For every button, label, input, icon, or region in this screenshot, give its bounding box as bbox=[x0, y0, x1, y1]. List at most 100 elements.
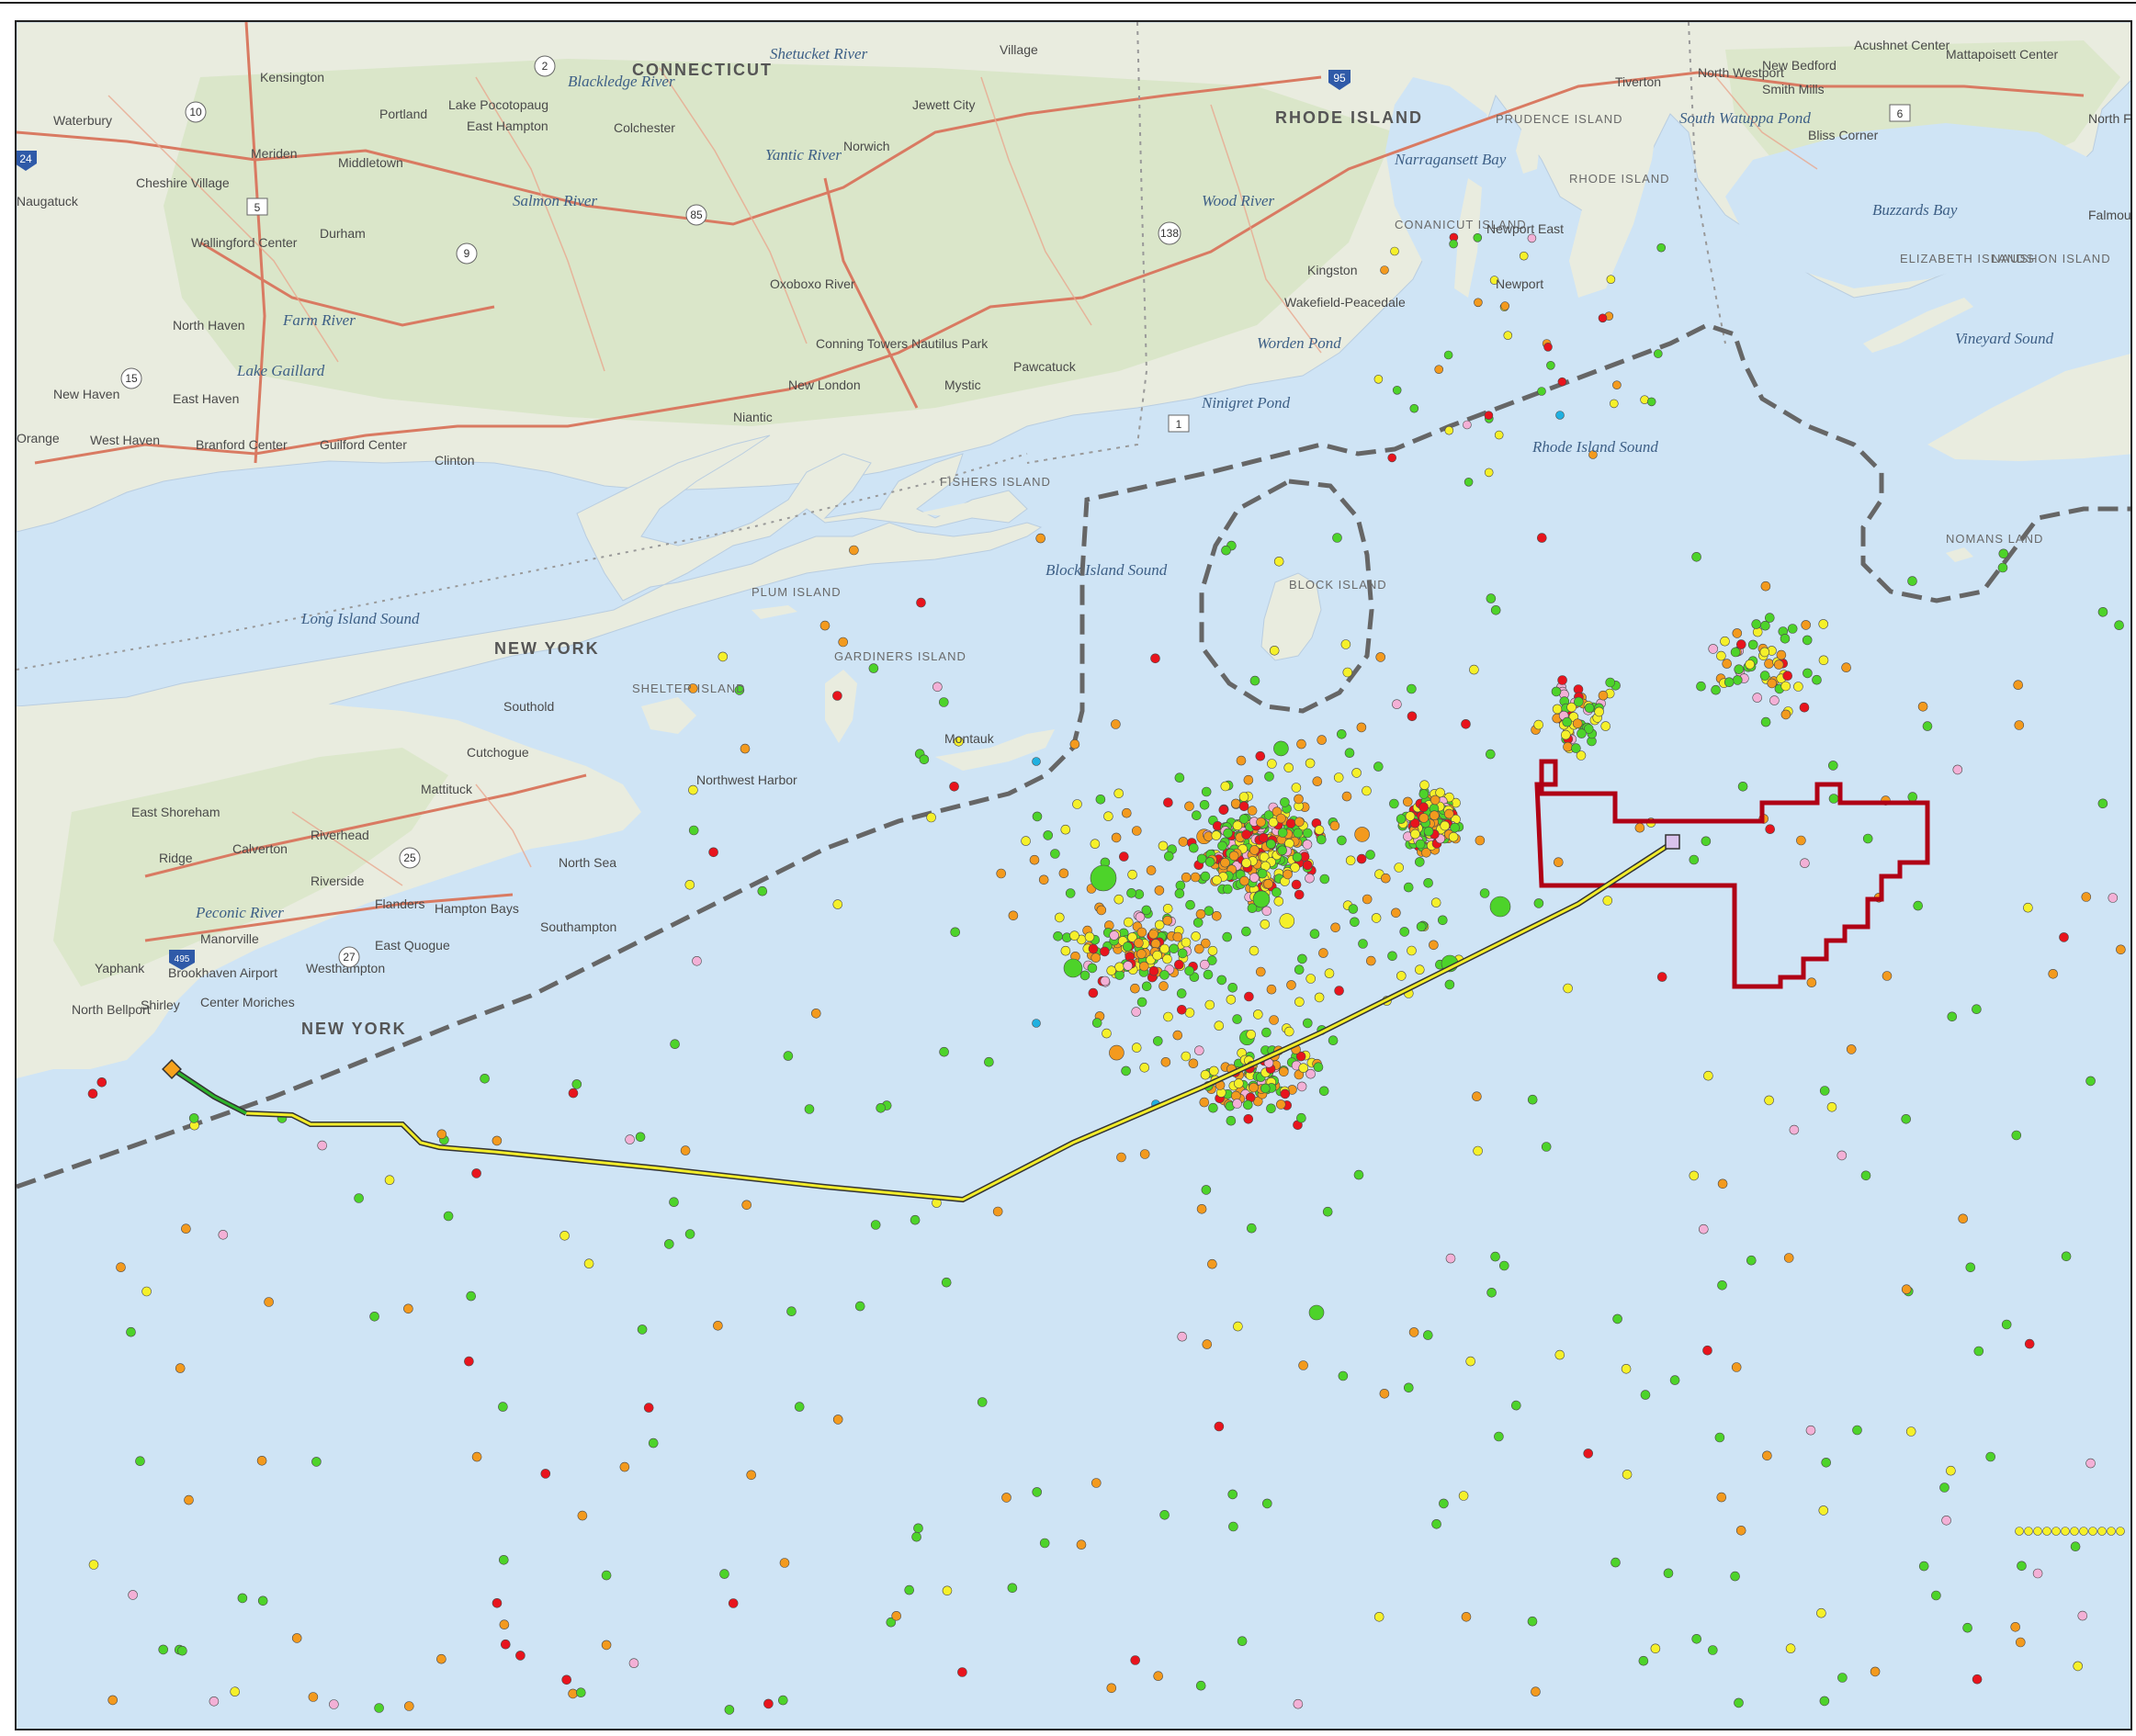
observation-point[interactable] bbox=[1256, 817, 1266, 828]
observation-point[interactable] bbox=[1780, 709, 1791, 720]
observation-point[interactable] bbox=[1268, 817, 1279, 828]
observation-point[interactable] bbox=[1519, 251, 1529, 261]
observation-point[interactable] bbox=[1201, 1185, 1212, 1195]
observation-point[interactable] bbox=[1294, 1069, 1305, 1080]
observation-point[interactable] bbox=[1342, 667, 1353, 678]
observation-point[interactable] bbox=[583, 1258, 594, 1268]
observation-point[interactable] bbox=[1119, 851, 1129, 862]
observation-point[interactable] bbox=[1610, 399, 1619, 409]
observation-point[interactable] bbox=[1907, 792, 1918, 802]
observation-point[interactable] bbox=[1185, 899, 1195, 910]
observation-point[interactable] bbox=[1602, 896, 1613, 906]
observation-point[interactable] bbox=[1358, 939, 1368, 949]
observation-point[interactable] bbox=[1392, 699, 1402, 710]
observation-point[interactable] bbox=[1227, 1489, 1238, 1500]
observation-point[interactable] bbox=[1717, 1178, 1728, 1189]
observation-point[interactable] bbox=[1029, 854, 1040, 865]
observation-point[interactable] bbox=[1764, 1095, 1774, 1106]
observation-point[interactable] bbox=[1537, 387, 1546, 396]
observation-point[interactable] bbox=[1243, 774, 1254, 785]
observation-point[interactable] bbox=[1208, 1102, 1218, 1113]
observation-point[interactable] bbox=[1241, 829, 1251, 840]
observation-point[interactable] bbox=[1416, 921, 1427, 932]
observation-point[interactable] bbox=[1338, 1370, 1349, 1381]
observation-point[interactable] bbox=[728, 1598, 739, 1608]
observation-point[interactable] bbox=[601, 1570, 612, 1581]
observation-point[interactable] bbox=[1566, 702, 1577, 713]
observation-point[interactable] bbox=[2042, 1527, 2051, 1536]
observation-point[interactable] bbox=[1444, 979, 1455, 990]
observation-point[interactable] bbox=[687, 683, 698, 693]
observation-point[interactable] bbox=[1249, 945, 1260, 956]
observation-point[interactable] bbox=[1207, 1258, 1217, 1269]
observation-point[interactable] bbox=[1285, 818, 1296, 829]
observation-point[interactable] bbox=[1972, 1674, 1983, 1685]
observation-point[interactable] bbox=[1267, 759, 1277, 769]
observation-point[interactable] bbox=[1122, 807, 1132, 818]
observation-point[interactable] bbox=[1055, 912, 1065, 923]
observation-point[interactable] bbox=[950, 927, 961, 938]
observation-point[interactable] bbox=[1780, 681, 1791, 692]
observation-point[interactable] bbox=[1399, 927, 1409, 937]
observation-point[interactable] bbox=[2014, 720, 2025, 730]
observation-point[interactable] bbox=[1391, 907, 1401, 919]
observation-point[interactable] bbox=[1394, 862, 1404, 873]
observation-point[interactable] bbox=[1317, 834, 1327, 845]
observation-point[interactable] bbox=[1308, 1304, 1325, 1321]
observation-point[interactable] bbox=[1222, 931, 1232, 942]
observation-point[interactable] bbox=[2077, 1610, 2088, 1621]
observation-point[interactable] bbox=[1228, 851, 1239, 862]
observation-point[interactable] bbox=[1494, 430, 1504, 440]
substation-marker[interactable] bbox=[1665, 834, 1680, 850]
observation-point[interactable] bbox=[1102, 1028, 1112, 1039]
observation-point[interactable] bbox=[854, 1301, 865, 1312]
observation-point[interactable] bbox=[663, 1239, 674, 1249]
observation-point[interactable] bbox=[2108, 893, 2119, 903]
observation-point[interactable] bbox=[1329, 820, 1340, 831]
map-canvas[interactable]: CONNECTICUT RHODE ISLAND NEW YORK NEW YO… bbox=[17, 22, 2132, 1730]
observation-point[interactable] bbox=[1060, 824, 1071, 835]
observation-point[interactable] bbox=[291, 1633, 302, 1643]
observation-point[interactable] bbox=[1084, 931, 1095, 942]
observation-point[interactable] bbox=[471, 1451, 482, 1462]
observation-point[interactable] bbox=[1461, 718, 1471, 729]
observation-point[interactable] bbox=[1146, 865, 1157, 875]
observation-point[interactable] bbox=[1723, 677, 1735, 688]
observation-point[interactable] bbox=[1263, 878, 1273, 889]
observation-point[interactable] bbox=[1150, 653, 1160, 664]
observation-point[interactable] bbox=[1021, 836, 1031, 846]
observation-point[interactable] bbox=[443, 1211, 454, 1222]
observation-point[interactable] bbox=[1266, 984, 1277, 995]
observation-point[interactable] bbox=[1159, 970, 1170, 980]
observation-point[interactable] bbox=[1153, 1671, 1163, 1681]
observation-point[interactable] bbox=[1244, 991, 1254, 1002]
observation-point[interactable] bbox=[1605, 677, 1615, 688]
observation-point[interactable] bbox=[1828, 761, 1838, 771]
observation-point[interactable] bbox=[1500, 301, 1509, 310]
observation-point[interactable] bbox=[1762, 1450, 1772, 1461]
observation-point[interactable] bbox=[1430, 810, 1440, 821]
observation-point[interactable] bbox=[1860, 1170, 1871, 1181]
observation-point[interactable] bbox=[1752, 693, 1762, 703]
observation-point[interactable] bbox=[2088, 1527, 2097, 1536]
observation-point[interactable] bbox=[1773, 659, 1784, 670]
observation-point[interactable] bbox=[1008, 910, 1019, 921]
observation-point[interactable] bbox=[1345, 855, 1356, 866]
observation-point[interactable] bbox=[2116, 1527, 2125, 1536]
observation-point[interactable] bbox=[1689, 854, 1700, 865]
observation-point[interactable] bbox=[1232, 1014, 1242, 1024]
observation-point[interactable] bbox=[1716, 1492, 1727, 1503]
observation-point[interactable] bbox=[1152, 950, 1162, 961]
observation-point[interactable] bbox=[1760, 581, 1771, 592]
observation-point[interactable] bbox=[1230, 798, 1241, 809]
observation-point[interactable] bbox=[1407, 945, 1417, 956]
observation-point[interactable] bbox=[1184, 801, 1194, 812]
observation-point[interactable] bbox=[1200, 871, 1211, 882]
observation-point[interactable] bbox=[1212, 910, 1222, 921]
observation-point[interactable] bbox=[2001, 1319, 2012, 1330]
observation-point[interactable] bbox=[1159, 1510, 1170, 1520]
observation-point[interactable] bbox=[1351, 768, 1362, 778]
observation-point[interactable] bbox=[1190, 872, 1201, 883]
observation-point[interactable] bbox=[1283, 869, 1293, 880]
observation-point[interactable] bbox=[1273, 896, 1284, 907]
